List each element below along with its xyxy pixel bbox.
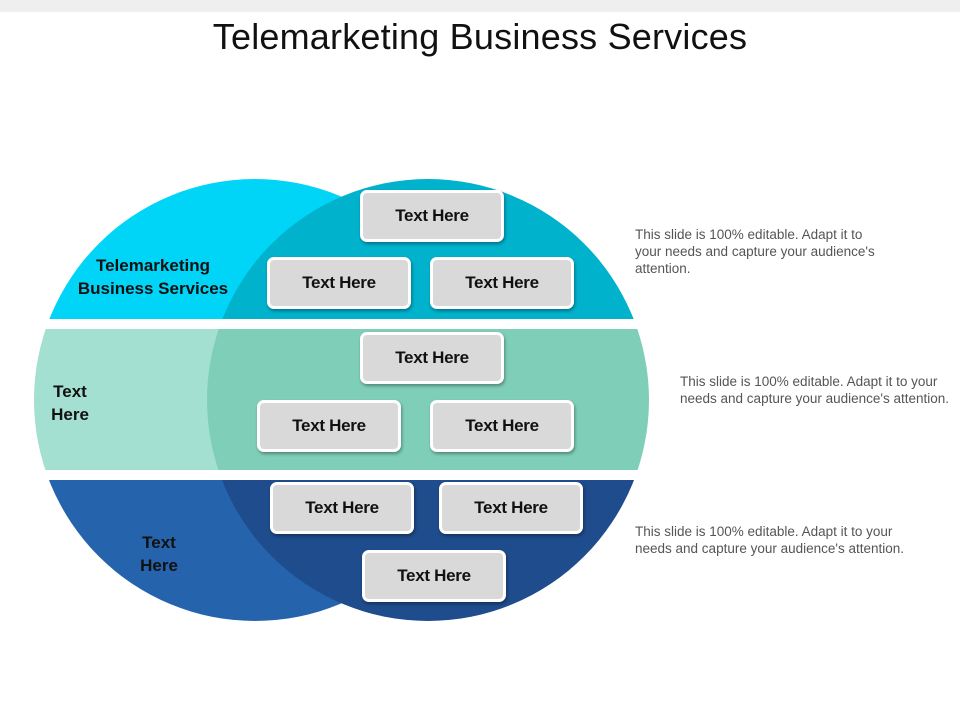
row-3-description: This slide is 100% editable. Adapt it to…: [635, 524, 905, 556]
slide-title: Telemarketing Business Services: [212, 16, 748, 57]
row-2-box-1: Text Here: [360, 332, 504, 384]
row-1-box-3: Text Here: [430, 257, 574, 309]
row-3-label: Text Here: [140, 533, 178, 575]
row-2-box-3: Text Here: [430, 400, 574, 452]
row-2-description: This slide is 100% editable. Adapt it to…: [680, 374, 950, 406]
row-2-box-2: Text Here: [257, 400, 401, 452]
row-3-box-2: Text Here: [439, 482, 583, 534]
row-3-box-3: Text Here: [362, 550, 506, 602]
row-1-box-2: Text Here: [267, 257, 411, 309]
row-1-label: Telemarketing Business Services: [77, 256, 229, 298]
row-2-label: Text Here: [51, 382, 89, 424]
row-1-box-1: Text Here: [360, 190, 504, 242]
top-strip: [0, 0, 960, 12]
row-3-box-1: Text Here: [270, 482, 414, 534]
row-1-description: This slide is 100% editable. Adapt it to…: [635, 227, 875, 276]
